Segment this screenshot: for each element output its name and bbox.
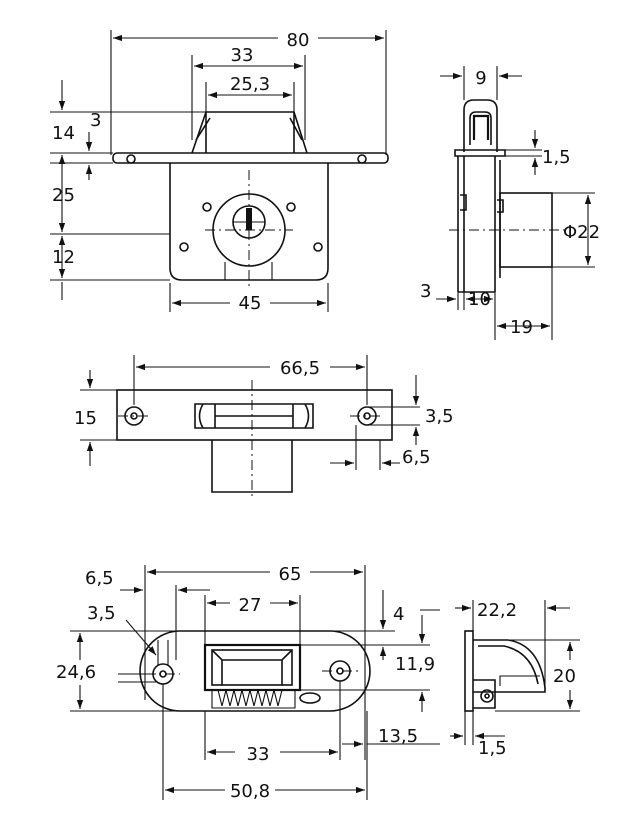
dim-12-label: 12 [52,247,75,268]
dim-1-5-bottom-label: 1,5 [478,738,507,759]
dim-11-9-label: 11,9 [395,654,435,675]
dim-22-2-label: 22,2 [477,600,517,621]
strike-plate-view: 66,5 15 3,5 6,5 [74,355,454,500]
dim-25-3-label: 25,3 [230,74,270,95]
dim-27-label: 27 [239,595,262,616]
dim-6-5-mid-label: 6,5 [402,447,431,468]
dim-1-5-label: 1,5 [542,147,571,168]
dim-13-5-label: 13,5 [378,726,418,747]
oval-strike-side-view: 22,2 20 1,5 [450,600,580,759]
dim-25-label: 25 [52,185,75,206]
dim-50-8-label: 50,8 [230,781,270,802]
dim-3-flange-label: 3 [90,110,101,131]
dim-6-5-bottom-label: 6,5 [85,568,114,589]
dim-33-label: 33 [231,45,254,66]
dim-24-6-label: 24,6 [56,662,96,683]
dim-3-5-mid-label: 3,5 [425,406,454,427]
dim-80-label: 80 [287,30,310,51]
dim-65-label: 65 [279,564,302,585]
dim-4-label: 4 [393,604,404,625]
lock-front-view: 80 33 25,3 14 3 25 12 45 [50,30,389,314]
dim-33-bottom-label: 33 [247,744,270,765]
dim-10-label: 10 [468,289,491,310]
dim-20-label: 20 [553,666,576,687]
dim-9-label: 9 [475,68,486,89]
dim-phi22-label: Φ22 [563,222,600,243]
dim-3-side-label: 3 [420,281,431,302]
dim-3-5-bottom-label: 3,5 [87,603,116,624]
dim-66-5-label: 66,5 [280,358,320,379]
dim-45-label: 45 [239,293,262,314]
oval-strike-view: 6,5 65 3,5 27 4 24,6 11,9 [56,564,440,802]
dim-19-label: 19 [510,317,533,338]
dim-14-label: 14 [52,123,75,144]
lock-side-view: 9 1,5 Φ22 3 10 19 [420,66,600,340]
dim-15-label: 15 [74,408,97,429]
